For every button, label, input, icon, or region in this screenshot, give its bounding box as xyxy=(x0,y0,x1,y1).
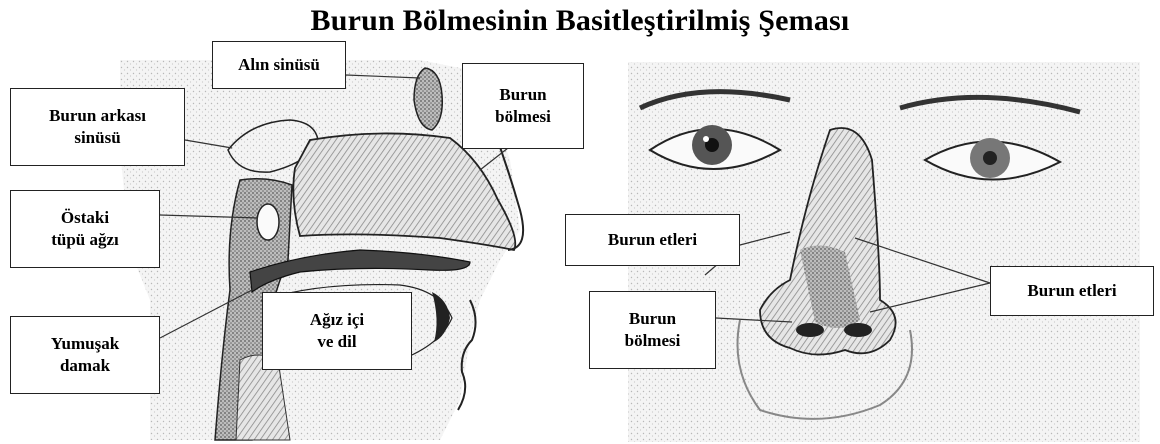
right-nostril xyxy=(844,323,872,337)
label-frontal-sinus: Alın sinüsü xyxy=(212,41,346,89)
label-turbinates-upper: Burun etleri xyxy=(565,214,740,266)
label-turbinates-right: Burun etleri xyxy=(990,266,1154,316)
label-soft-palate: Yumuşak damak xyxy=(10,316,160,394)
eustachian-opening-shape xyxy=(257,204,279,240)
left-nostril xyxy=(796,323,824,337)
label-septum-right: Burun bölmesi xyxy=(589,291,716,369)
left-eye-highlight xyxy=(703,136,709,142)
label-mouth-tongue: Ağız içi ve dil xyxy=(262,292,412,370)
label-nasal-septum: Burun bölmesi xyxy=(462,63,584,149)
label-eustachian-tube: Östaki tüpü ağzı xyxy=(10,190,160,268)
label-sphenoid-sinus: Burun arkası sinüsü xyxy=(10,88,185,166)
right-pupil xyxy=(983,151,997,165)
